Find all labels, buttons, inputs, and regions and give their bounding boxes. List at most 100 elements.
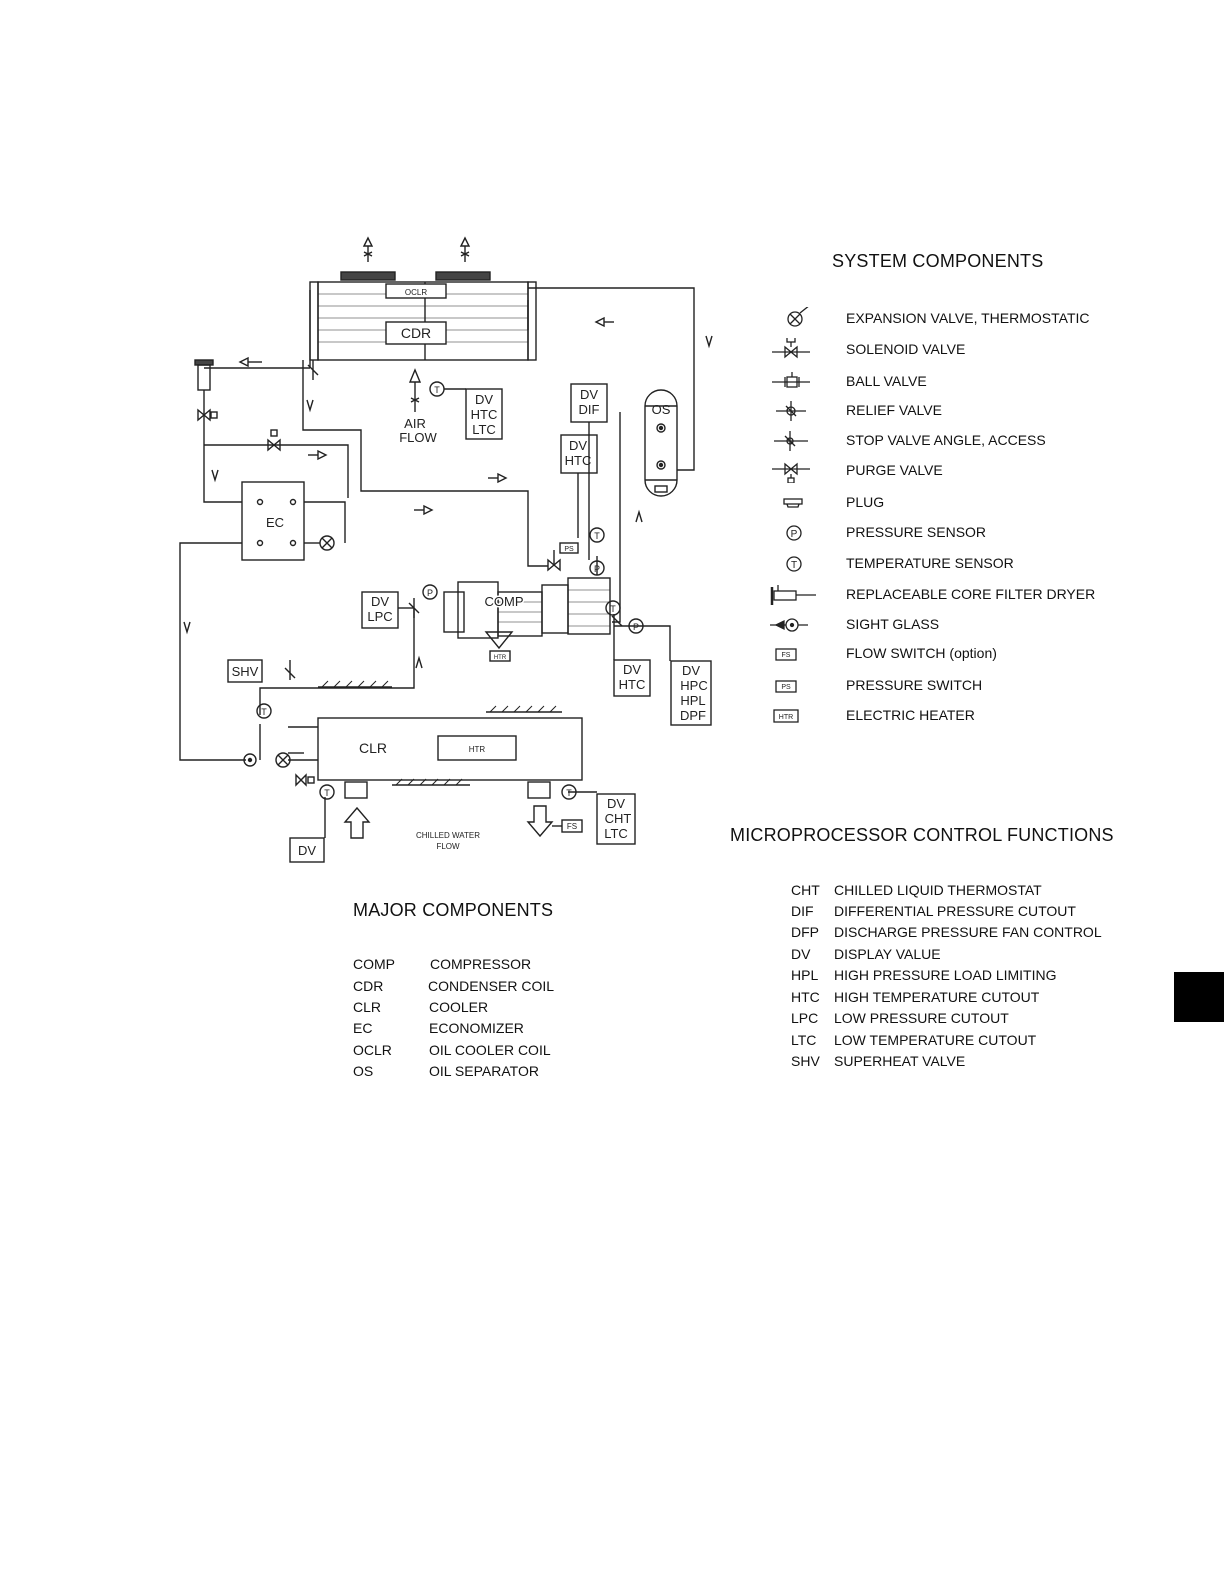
- abbr-desc: CHILLED LIQUID THERMOSTAT: [834, 882, 1042, 898]
- major-component-row: COMP COMPRESSOR: [353, 956, 773, 976]
- legend-label: PURGE VALVE: [846, 462, 943, 478]
- abbr-desc: LOW TEMPERATURE CUTOUT: [834, 1032, 1037, 1048]
- legend-row: FS FLOW SWITCH (option): [760, 642, 1160, 666]
- control-function-row: LTC LOW TEMPERATURE CUTOUT: [791, 1032, 1211, 1052]
- ps-symbol: PS: [781, 684, 791, 691]
- dv-box-htc-comp: DV HTC: [613, 659, 651, 697]
- control-function-row: HPL HIGH PRESSURE LOAD LIMITING: [791, 967, 1211, 987]
- abbr-desc: DISCHARGE PRESSURE FAN CONTROL: [834, 924, 1102, 940]
- control-function-row: DFP DISCHARGE PRESSURE FAN CONTROL: [791, 924, 1211, 944]
- legend-row: PS PRESSURE SWITCH: [760, 674, 1160, 698]
- control-function-row: DV DISPLAY VALUE: [791, 946, 1211, 966]
- htr-comp-label: HTR: [494, 655, 507, 661]
- sight-glass-icon: [770, 618, 808, 632]
- dv-box-htc-ltc: DV HTC LTC: [465, 388, 503, 440]
- htr-symbol: HTR: [779, 714, 793, 721]
- dv-box-cht-ltc: DV CHT LTC: [596, 793, 636, 845]
- abbr-code: LTC: [791, 1032, 817, 1048]
- chilled-water-flow: FS CHILLED WATER FLOW: [343, 805, 583, 851]
- dv-line: LTC: [472, 422, 496, 437]
- ec-label: EC: [266, 515, 284, 530]
- legend-label: SIGHT GLASS: [846, 616, 940, 632]
- control-function-row: SHV SUPERHEAT VALVE: [791, 1053, 1211, 1073]
- ball-valve-icon: [772, 372, 810, 388]
- compressor: COMP HTR PS: [443, 542, 611, 662]
- abbr-desc: CONDENSER COIL: [428, 978, 555, 994]
- condenser-fan-1: [340, 236, 396, 281]
- clr-label: CLR: [359, 740, 387, 756]
- legend-label: EXPANSION VALVE, THERMOSTATIC: [846, 310, 1090, 326]
- major-components-title: MAJOR COMPONENTS: [353, 900, 554, 920]
- dv-line: DV: [580, 387, 598, 402]
- dv-line: HTC: [565, 453, 592, 468]
- dv-line: DPF: [680, 708, 706, 723]
- legend-row: REPLACEABLE CORE FILTER DRYER: [760, 583, 1160, 607]
- control-function-row: LPC LOW PRESSURE CUTOUT: [791, 1010, 1211, 1030]
- t-symbol: T: [610, 604, 616, 614]
- major-component-row: OCLR OIL COOLER COIL: [353, 1042, 773, 1062]
- purge-valve-icon: [772, 462, 810, 483]
- legend-row: PURGE VALVE: [760, 459, 1160, 483]
- abbr-desc: DISPLAY VALUE: [834, 946, 941, 962]
- control-functions-title: MICROPROCESSOR CONTROL FUNCTIONS: [730, 825, 1114, 845]
- economizer: EC: [241, 481, 305, 561]
- t-symbol: T: [791, 560, 797, 571]
- abbr-code: DIF: [791, 903, 814, 919]
- pressure-sensor-icon: P: [786, 525, 802, 541]
- dv-line: DV: [682, 663, 700, 678]
- cdr-label: CDR: [401, 325, 431, 341]
- dv-line: DV: [569, 438, 587, 453]
- dv-box-htc-top: DV HTC: [560, 434, 598, 474]
- abbr-desc: LOW PRESSURE CUTOUT: [834, 1010, 1009, 1026]
- dv-line: HPL: [680, 693, 705, 708]
- expansion-valve-icon: [787, 307, 809, 327]
- abbr-code: HPL: [791, 967, 819, 983]
- relief-valve-icon: [776, 401, 806, 421]
- abbr-code: OCLR: [353, 1042, 392, 1058]
- legend-label: PLUG: [846, 494, 885, 510]
- plug-icon: [783, 498, 803, 508]
- abbr-desc: COOLER: [429, 999, 489, 1015]
- valves: [197, 360, 623, 787]
- major-component-row: EC ECONOMIZER: [353, 1020, 773, 1040]
- dv-line: HTC: [619, 677, 646, 692]
- abbr-desc: HIGH PRESSURE LOAD LIMITING: [834, 967, 1057, 983]
- abbr-desc: SUPERHEAT VALVE: [834, 1053, 966, 1069]
- p-symbol: P: [427, 588, 433, 598]
- legend-row: EXPANSION VALVE, THERMOSTATIC: [760, 307, 1160, 331]
- htr-cooler-label: HTR: [469, 745, 486, 754]
- shv-box: SHV: [227, 659, 263, 683]
- section-tab-marker: [1174, 972, 1224, 1022]
- dv-line: DV: [298, 843, 316, 858]
- dv-line: DIF: [579, 402, 600, 417]
- major-component-row: CDR CONDENSER COIL: [353, 978, 773, 998]
- oclr-label: OCLR: [405, 288, 427, 297]
- chilled-water-label-2: FLOW: [436, 842, 460, 851]
- dv-line: DV: [607, 796, 625, 811]
- abbr-desc: ECONOMIZER: [429, 1020, 524, 1036]
- air-flow-label-2: FLOW: [399, 430, 437, 445]
- abbr-code: LPC: [791, 1010, 819, 1026]
- air-flow-label-1: AIR: [404, 416, 426, 431]
- p-symbol: P: [633, 622, 639, 632]
- os-label: OS: [652, 402, 671, 417]
- t-symbol: T: [324, 788, 330, 798]
- t-symbol: T: [261, 707, 267, 717]
- dv-box-lpc: DV LPC: [361, 591, 399, 629]
- p-symbol: P: [791, 529, 798, 540]
- dv-line: DV: [623, 662, 641, 677]
- abbr-code: SHV: [791, 1053, 820, 1069]
- p-symbol: P: [594, 564, 600, 574]
- t-symbol: T: [566, 788, 572, 798]
- legend-label: FLOW SWITCH (option): [846, 645, 997, 661]
- piping: [179, 287, 695, 838]
- abbr-code: OS: [353, 1063, 374, 1079]
- pressure-switch-icon: PS: [775, 680, 797, 693]
- dv-line: LPC: [367, 609, 392, 624]
- legend-row: RELIEF VALVE: [760, 399, 1160, 423]
- dv-box-cooler-in: DV: [289, 837, 325, 863]
- legend-row: STOP VALVE ANGLE, ACCESS: [760, 429, 1160, 453]
- legend-label: PRESSURE SENSOR: [846, 524, 987, 540]
- control-function-row: CHT CHILLED LIQUID THERMOSTAT: [791, 882, 1211, 902]
- dv-box-hpc-hpl-dpf: DV HPC HPL DPF: [670, 660, 712, 726]
